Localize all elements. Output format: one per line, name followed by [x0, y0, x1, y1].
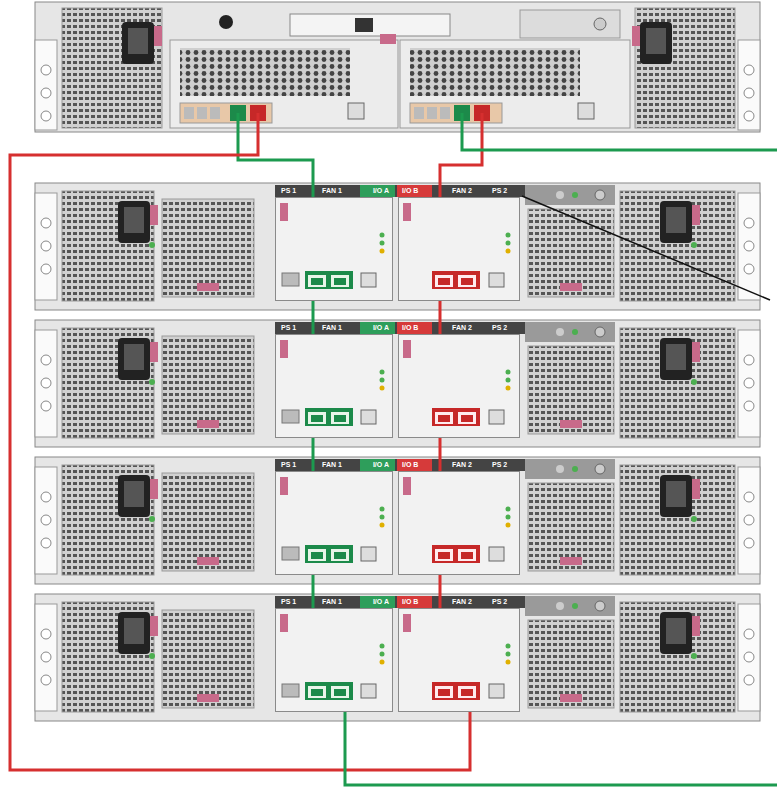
sas-cable: [439, 301, 442, 334]
module-label: I/O B: [401, 596, 419, 607]
io-module: I/O B: [398, 471, 520, 575]
io-module: I/O B: [398, 608, 520, 712]
bay-label: PS 2: [492, 596, 507, 607]
bay-label: PS 2: [492, 322, 507, 333]
bay-label: PS 1: [281, 322, 296, 333]
bay-label: PS 2: [492, 459, 507, 470]
io-module: I/O B: [398, 334, 520, 438]
sas-cable: [439, 438, 442, 471]
module-label: I/O B: [401, 322, 419, 333]
io-module: I/O A: [275, 608, 393, 712]
bay-label: FAN 1: [322, 459, 342, 470]
module-label: I/O A: [372, 185, 390, 196]
io-module: I/O A: [275, 471, 393, 575]
sas-cable: [439, 575, 442, 608]
bay-label: FAN 2: [452, 459, 472, 470]
bay-label: PS 1: [281, 596, 296, 607]
sas-cable: [312, 301, 315, 334]
module-label: I/O B: [401, 185, 419, 196]
bay-label: PS 1: [281, 459, 296, 470]
bay-label: FAN 2: [452, 596, 472, 607]
sas-cable: [312, 438, 315, 471]
module-label: I/O A: [372, 459, 390, 470]
bay-label: FAN 2: [452, 185, 472, 196]
bay-label: FAN 1: [322, 596, 342, 607]
bay-label: FAN 1: [322, 185, 342, 196]
io-module: I/O A: [275, 197, 393, 301]
module-label: I/O B: [401, 459, 419, 470]
module-label: I/O A: [372, 596, 390, 607]
bay-label: FAN 2: [452, 322, 472, 333]
module-label: I/O A: [372, 322, 390, 333]
bay-label: PS 1: [281, 185, 296, 196]
sas-cable: [312, 575, 315, 608]
bay-label: FAN 1: [322, 322, 342, 333]
io-module: I/O B: [398, 197, 520, 301]
bay-label: PS 2: [492, 185, 507, 196]
io-module: I/O A: [275, 334, 393, 438]
